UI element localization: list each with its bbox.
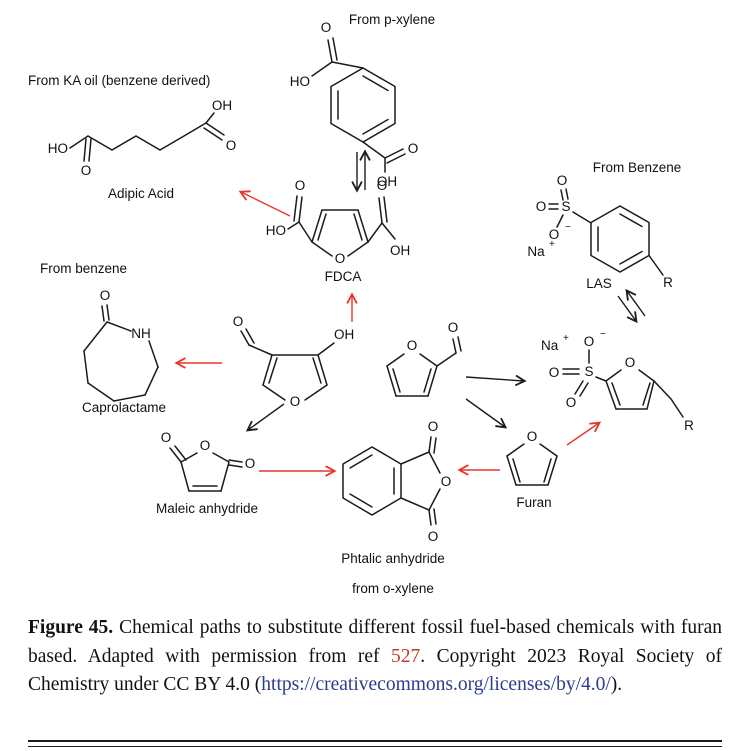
ho-atom-label: HO xyxy=(290,74,310,89)
o-atom-label: O xyxy=(233,314,244,329)
na-atom-label: Na xyxy=(541,338,559,353)
chemical-scheme: From p-xylene O HO O OH From KA oil (ben… xyxy=(28,12,694,596)
compound-label-fdca: FDCA xyxy=(325,269,362,284)
red-arrow-fdca-to-adipic xyxy=(241,192,291,217)
o-atom-label: O xyxy=(377,178,388,193)
o-atom-label: O xyxy=(536,199,547,214)
s-atom-label: S xyxy=(584,364,593,379)
ring-o-atom-label: O xyxy=(200,438,211,453)
structure-furan: O Furan xyxy=(506,429,558,510)
o-atom-label: O xyxy=(428,529,439,544)
o-atom-label: O xyxy=(226,138,237,153)
minus-charge-label: − xyxy=(565,222,571,233)
structure-hmf: O O OH xyxy=(233,314,355,409)
compound-label-furan: Furan xyxy=(516,495,551,510)
ring-o-atom-label: O xyxy=(290,394,301,409)
ring-o-atom-label: O xyxy=(407,338,418,353)
ring-o-atom-label: O xyxy=(335,251,346,266)
structure-caprolactame: From benzene O NH Caprolactame xyxy=(40,261,166,415)
source-label-benzene-left: From benzene xyxy=(40,261,127,276)
oh-atom-label: OH xyxy=(377,174,397,189)
source-label-benzene-right: From Benzene xyxy=(593,160,682,175)
oh-atom-label: OH xyxy=(334,327,354,342)
source-label-p-xylene: From p-xylene xyxy=(349,12,435,27)
o-atom-label: O xyxy=(566,395,577,410)
structure-fdca: O O HO O OH FDCA xyxy=(266,178,411,284)
structure-maleic-anhydride: O O O Maleic anhydride xyxy=(156,430,258,516)
o-atom-label: O xyxy=(245,456,256,471)
oh-atom-label: OH xyxy=(390,243,410,258)
structure-furan-sulfonate: Na + O − S O O O R xyxy=(541,329,694,433)
plus-charge-label: + xyxy=(563,333,569,344)
o-atom-label: O xyxy=(549,227,560,242)
figure-caption-number: Figure 45. xyxy=(28,617,114,638)
ho-atom-label: HO xyxy=(48,141,68,156)
r-group-label: R xyxy=(663,275,673,290)
structure-terephthalic-acid: From p-xylene O HO O OH xyxy=(290,12,435,189)
o-atom-label: O xyxy=(100,288,111,303)
o-atom-label: O xyxy=(557,173,568,188)
structure-phtalic-anhydride: O O O Phtalic anhydride from o-xylene xyxy=(341,419,451,596)
figure-caption-license-url[interactable]: https://creativecommons.org/licenses/by/… xyxy=(261,674,611,695)
section-divider-rule xyxy=(28,740,722,747)
compound-label-maleic-anhydride: Maleic anhydride xyxy=(156,501,258,516)
o-atom-label: O xyxy=(448,320,459,335)
figure-caption-text-2: . Copyright 2023 Royal Society of Chemis… xyxy=(28,645,722,696)
arrow-furfural-to-sulfonate xyxy=(465,377,524,381)
compound-label-las: LAS xyxy=(586,276,612,291)
minus-charge-label: − xyxy=(600,329,606,340)
figure-caption-ref-link[interactable]: 527 xyxy=(391,645,421,667)
ring-o-atom-label: O xyxy=(441,474,452,489)
ring-o-atom-label: O xyxy=(625,355,636,370)
arrow-hmf-to-maleic xyxy=(248,403,285,430)
oh-atom-label: OH xyxy=(212,98,232,113)
plus-charge-label: + xyxy=(549,239,555,250)
ring-o-atom-label: O xyxy=(527,429,538,444)
figure-caption: Figure 45. Chemical paths to substitute … xyxy=(28,614,722,700)
o-atom-label: O xyxy=(81,163,92,178)
structure-las: From Benzene S O O O − Na + R LAS xyxy=(527,160,681,291)
s-atom-label: S xyxy=(561,199,570,214)
compound-label-phtalic-anhydride: Phtalic anhydride xyxy=(341,551,445,566)
structure-adipic-acid: From KA oil (benzene derived) HO O OH O … xyxy=(28,73,236,201)
arrow-furfural-to-furan xyxy=(465,398,505,427)
na-atom-label: Na xyxy=(527,244,545,259)
equilibrium-arrow-tpa-fdca xyxy=(357,152,365,190)
nh-atom-label: NH xyxy=(131,326,151,341)
o-atom-label: O xyxy=(161,430,172,445)
o-atom-label: O xyxy=(428,419,439,434)
figure-caption-text-1: Chemical paths to substitute different f… xyxy=(28,617,722,667)
structure-furfural: O O xyxy=(386,320,462,397)
o-atom-label: O xyxy=(321,20,332,35)
source-label-ka-oil: From KA oil (benzene derived) xyxy=(28,73,210,88)
figure-caption-text-3: ). xyxy=(610,674,623,695)
o-atom-label: O xyxy=(584,334,595,349)
equilibrium-arrow-las-sulfonate xyxy=(617,291,646,321)
compound-label-adipic-acid: Adipic Acid xyxy=(108,186,174,201)
ho-atom-label: HO xyxy=(266,223,286,238)
source-label-o-xylene: from o-xylene xyxy=(352,581,434,596)
o-atom-label: O xyxy=(295,178,306,193)
o-atom-label: O xyxy=(408,141,419,156)
red-arrow-furan-to-sulfonate xyxy=(566,423,599,446)
o-atom-label: O xyxy=(549,365,560,380)
r-group-label: R xyxy=(684,418,694,433)
compound-label-caprolactame: Caprolactame xyxy=(82,400,166,415)
